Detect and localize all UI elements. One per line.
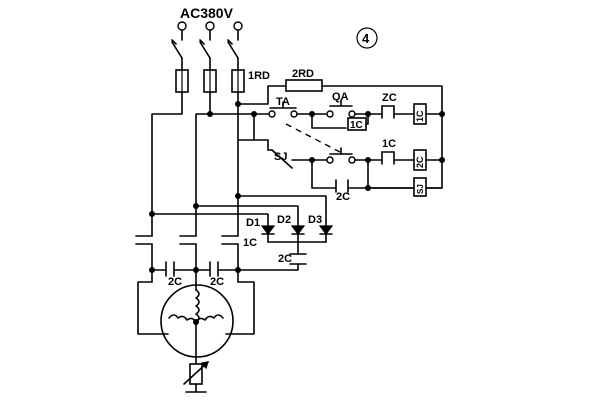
diode-d1 [260,225,276,243]
start-button-label: TA [276,96,290,108]
phase-wires [151,91,239,237]
start-button [268,101,298,118]
zc-contact-label: ZC [382,92,397,104]
motor-feed-wires [149,243,241,283]
main-contacts-1c [135,235,239,245]
stop-button-label: QA [332,91,349,103]
coil-1c-label: 1C [415,110,425,122]
diode-d3-label: D3 [308,214,322,226]
rectifier-bus [149,193,327,227]
motor-leads [137,281,255,335]
dc-to-motor [237,263,299,271]
main-fuses [175,69,245,93]
main-fuse-label: 1RD [248,70,270,82]
control-junctions [207,101,445,191]
main-contacts-label: 1C [243,237,257,249]
brake-contact-b-label: 2C [210,276,224,288]
motor-stator [160,284,234,358]
control-fuse [285,79,323,92]
diode-d3 [318,225,334,243]
diode-d2-label: D2 [277,214,291,226]
interlock-branch [311,113,347,129]
dc-contact-label: 2C [278,253,292,265]
timer-contact [267,139,293,169]
interlock-return [365,113,369,125]
coil-2c-label: 2C [415,156,425,168]
control-fuse-label: 2RD [292,68,314,80]
motor-windings [168,289,224,325]
main-switch [171,39,239,71]
dc-contact-2c [289,253,307,265]
coil-sj [413,177,427,197]
seal-return [347,159,369,189]
seal-contact-label: 2C [336,191,350,203]
brake-contacts-2c [151,261,239,277]
stop-button [326,99,356,118]
1c-nc-contact [381,151,395,165]
diode-d1-label: D1 [246,217,260,229]
interlock-1c-label: 1C [350,120,363,131]
diode-d2 [290,225,306,243]
timer-contact-label: SJ [274,151,287,163]
control-feed-wire [237,85,287,105]
stop-button-nc [326,147,356,164]
figure-number: 4 [362,31,370,46]
seal-contact-2c [335,179,349,193]
supply-terminals [177,21,243,41]
coil-sj-label: SJ [416,184,425,194]
brake-contact-a-label: 2C [168,276,182,288]
rheostat [183,321,209,393]
zc-contact [381,105,395,119]
1c-nc-contact-label: 1C [382,138,396,150]
seal-branch [311,159,337,189]
figure-number-circle [356,27,378,49]
supply-label: AC380V [180,5,234,21]
